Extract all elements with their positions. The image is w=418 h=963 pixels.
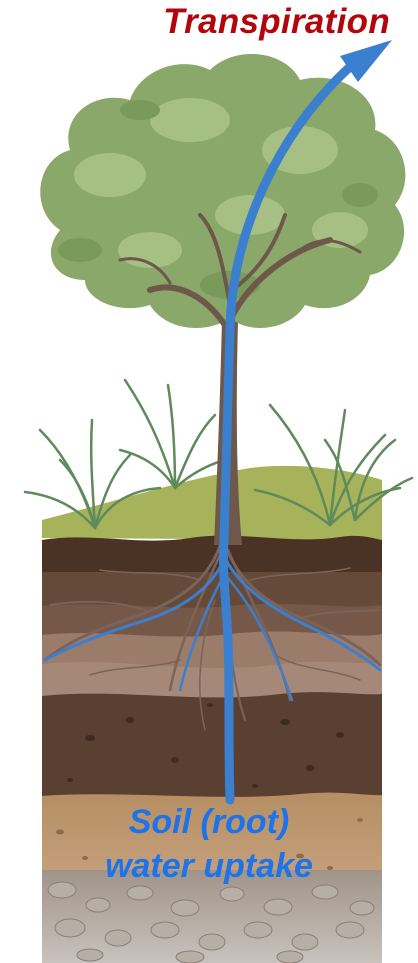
soil-layer-dark <box>42 692 382 800</box>
arrow-head <box>340 40 392 82</box>
transpiration-label: Transpiration <box>163 2 390 42</box>
soil-layer-topsoil <box>42 536 382 575</box>
root-uptake-label: Soil (root) water uptake <box>0 800 418 888</box>
root-uptake-label-line2: water uptake <box>0 844 418 888</box>
root-uptake-label-line1: Soil (root) <box>0 800 418 844</box>
tree-canopy <box>40 54 405 330</box>
